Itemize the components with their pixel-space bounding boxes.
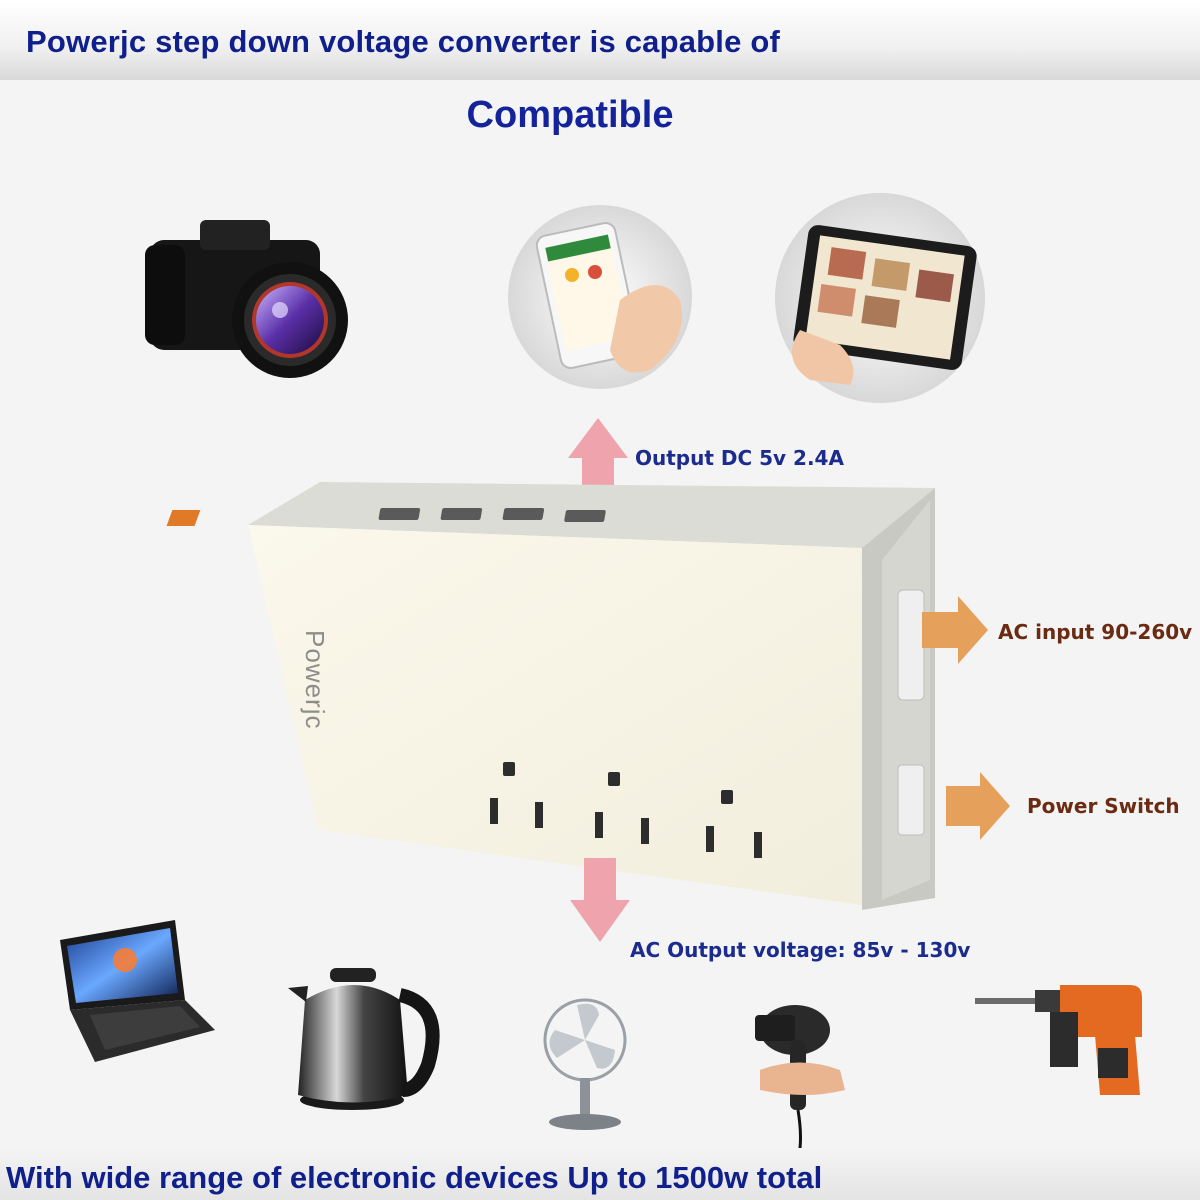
- power-switch-label: Power Switch: [1027, 794, 1180, 818]
- smartphone-icon: [508, 205, 692, 389]
- up-arrow-icon: [568, 418, 628, 500]
- camera-icon: [145, 220, 348, 378]
- hair-dryer-icon: [755, 1005, 845, 1161]
- power-drill-icon: [975, 985, 1142, 1095]
- desk-fan-icon: [543, 998, 627, 1130]
- tablet-icon: [775, 193, 985, 403]
- usb-ports: [378, 508, 606, 522]
- page-title: Powerjc step down voltage converter is c…: [26, 24, 781, 59]
- electric-kettle-icon: [288, 968, 440, 1110]
- usb-output-label: Output DC 5v 2.4A: [635, 446, 844, 470]
- brand-label: Powerjc: [300, 630, 330, 730]
- converter-device: [166, 482, 935, 910]
- header-bar: [0, 0, 1200, 80]
- ac-input-arrow-icon: [922, 596, 988, 664]
- ac-output-label: AC Output voltage: 85v - 130v: [630, 938, 971, 962]
- down-arrow-icon: [570, 858, 630, 942]
- power-switch-arrow-icon: [946, 772, 1010, 840]
- footer-text: With wide range of electronic devices Up…: [6, 1160, 823, 1195]
- section-subtitle: Compatible: [466, 94, 674, 136]
- footer-bar: [0, 1148, 1200, 1200]
- ac-input-label: AC input 90-260v: [998, 620, 1193, 644]
- ac-outlets: [490, 762, 762, 858]
- laptop-icon: [60, 920, 215, 1062]
